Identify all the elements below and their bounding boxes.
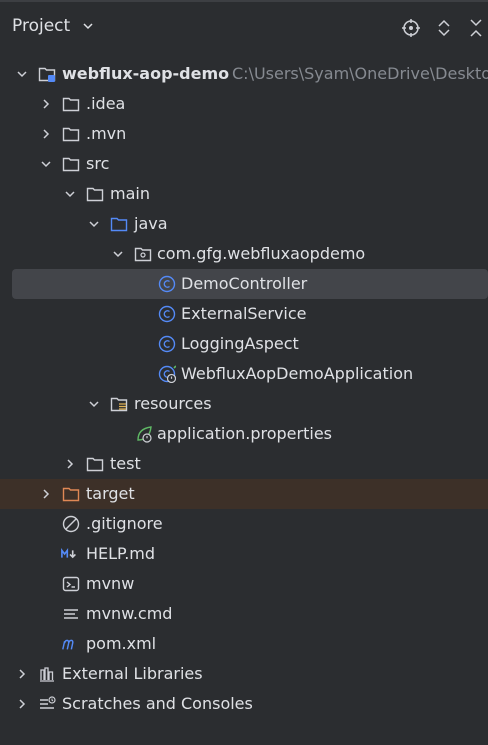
tree-item-mvnw[interactable]: mvnw	[0, 569, 488, 599]
tree-item-resources[interactable]: resources	[0, 389, 488, 419]
spring-boot-class-icon	[158, 365, 176, 383]
resources-folder-icon	[110, 397, 128, 412]
tree-item-external-service[interactable]: ExternalService	[0, 299, 488, 329]
tree-item-gitignore[interactable]: .gitignore	[0, 509, 488, 539]
class-icon	[158, 305, 176, 323]
tree-item-label: com.gfg.webfluxaopdemo	[157, 244, 366, 263]
expand-collapse-icon[interactable]	[434, 18, 454, 38]
ignore-file-icon	[62, 515, 80, 533]
markdown-icon	[61, 547, 76, 559]
tree-item-src[interactable]: src	[0, 149, 488, 179]
tree-item-mvn[interactable]: .mvn	[0, 119, 488, 149]
project-panel-header: Project	[0, 2, 488, 54]
spring-properties-icon	[137, 426, 152, 443]
tree-item-label: target	[86, 484, 135, 503]
module-folder-icon	[38, 67, 56, 82]
tree-item-label: .gitignore	[86, 514, 163, 533]
panel-title[interactable]: Project	[12, 16, 71, 36]
tree-item-label: java	[134, 214, 168, 233]
tree-item-external-libraries[interactable]: External Libraries	[0, 659, 488, 689]
tree-item-label: .idea	[86, 94, 126, 113]
chevron-down-icon[interactable]	[88, 398, 100, 410]
tree-item-label: main	[110, 184, 150, 203]
tree-item-pom[interactable]: pom.xml	[0, 629, 488, 659]
excluded-folder-icon	[62, 487, 80, 502]
chevron-down-icon[interactable]	[88, 218, 100, 230]
terminal-script-icon	[62, 576, 80, 592]
collapse-all-icon[interactable]	[466, 18, 486, 38]
chevron-down-icon[interactable]	[64, 188, 76, 200]
maven-icon	[62, 639, 74, 650]
source-folder-icon	[110, 217, 128, 232]
chevron-down-icon[interactable]	[82, 20, 94, 32]
tree-item-label: resources	[134, 394, 212, 413]
tree-item-application-properties[interactable]: application.properties	[0, 419, 488, 449]
root-project-path: C:\Users\Syam\OneDrive\Desktop	[232, 64, 488, 83]
tree-item-label: WebfluxAopDemoApplication	[181, 364, 414, 383]
tree-item-label: External Libraries	[62, 664, 203, 683]
locate-icon[interactable]	[401, 18, 421, 38]
folder-icon	[62, 97, 80, 112]
library-icon	[40, 667, 54, 682]
tree-item-label: pom.xml	[86, 634, 157, 653]
tree-item-label: .mvn	[86, 124, 127, 143]
folder-icon	[86, 457, 104, 472]
chevron-right-icon[interactable]	[40, 128, 52, 140]
tree-item-test[interactable]: test	[0, 449, 488, 479]
package-icon	[134, 247, 152, 262]
class-icon	[158, 275, 176, 293]
chevron-down-icon[interactable]	[40, 158, 52, 170]
tree-item-label: mvnw.cmd	[86, 604, 173, 623]
folder-icon	[62, 127, 80, 142]
tree-item-label: Scratches and Consoles	[62, 694, 253, 713]
tree-item-label: application.properties	[157, 424, 332, 443]
folder-icon	[62, 157, 80, 172]
folder-icon	[86, 187, 104, 202]
tree-item-root[interactable]: webflux-aop-demo C:\Users\Syam\OneDrive\…	[0, 59, 488, 89]
tree-item-label: test	[110, 454, 141, 473]
tree-item-demo-controller[interactable]: DemoController	[12, 269, 488, 299]
tree-item-label: DemoController	[181, 274, 308, 293]
class-icon	[158, 335, 176, 353]
tree-item-label: ExternalService	[181, 304, 307, 323]
tree-item-label: src	[86, 154, 110, 173]
tree-item-idea[interactable]: .idea	[0, 89, 488, 119]
chevron-right-icon[interactable]	[64, 458, 76, 470]
top-border	[0, 0, 488, 2]
scratches-icon	[40, 696, 56, 709]
tree-item-help-md[interactable]: HELP.md	[0, 539, 488, 569]
tree-item-logging-aspect[interactable]: LoggingAspect	[0, 329, 488, 359]
tree-item-label: mvnw	[86, 574, 135, 593]
tree-item-scratches[interactable]: Scratches and Consoles	[0, 689, 488, 719]
chevron-right-icon[interactable]	[16, 668, 28, 680]
root-project-name: webflux-aop-demo	[62, 64, 230, 83]
tree-item-label: LoggingAspect	[181, 334, 299, 353]
tree-item-target[interactable]: target	[0, 479, 488, 509]
tree-item-label: HELP.md	[86, 544, 156, 563]
text-file-icon	[64, 609, 78, 619]
tree-item-application-class[interactable]: WebfluxAopDemoApplication	[0, 359, 488, 389]
chevron-down-icon[interactable]	[112, 248, 124, 260]
chevron-right-icon[interactable]	[40, 488, 52, 500]
chevron-down-icon[interactable]	[16, 68, 28, 80]
tree-item-java[interactable]: java	[0, 209, 488, 239]
tree-item-mvnw-cmd[interactable]: mvnw.cmd	[0, 599, 488, 629]
tree-item-package[interactable]: com.gfg.webfluxaopdemo	[0, 239, 488, 269]
chevron-right-icon[interactable]	[16, 698, 28, 710]
chevron-right-icon[interactable]	[40, 98, 52, 110]
tree-item-main[interactable]: main	[0, 179, 488, 209]
